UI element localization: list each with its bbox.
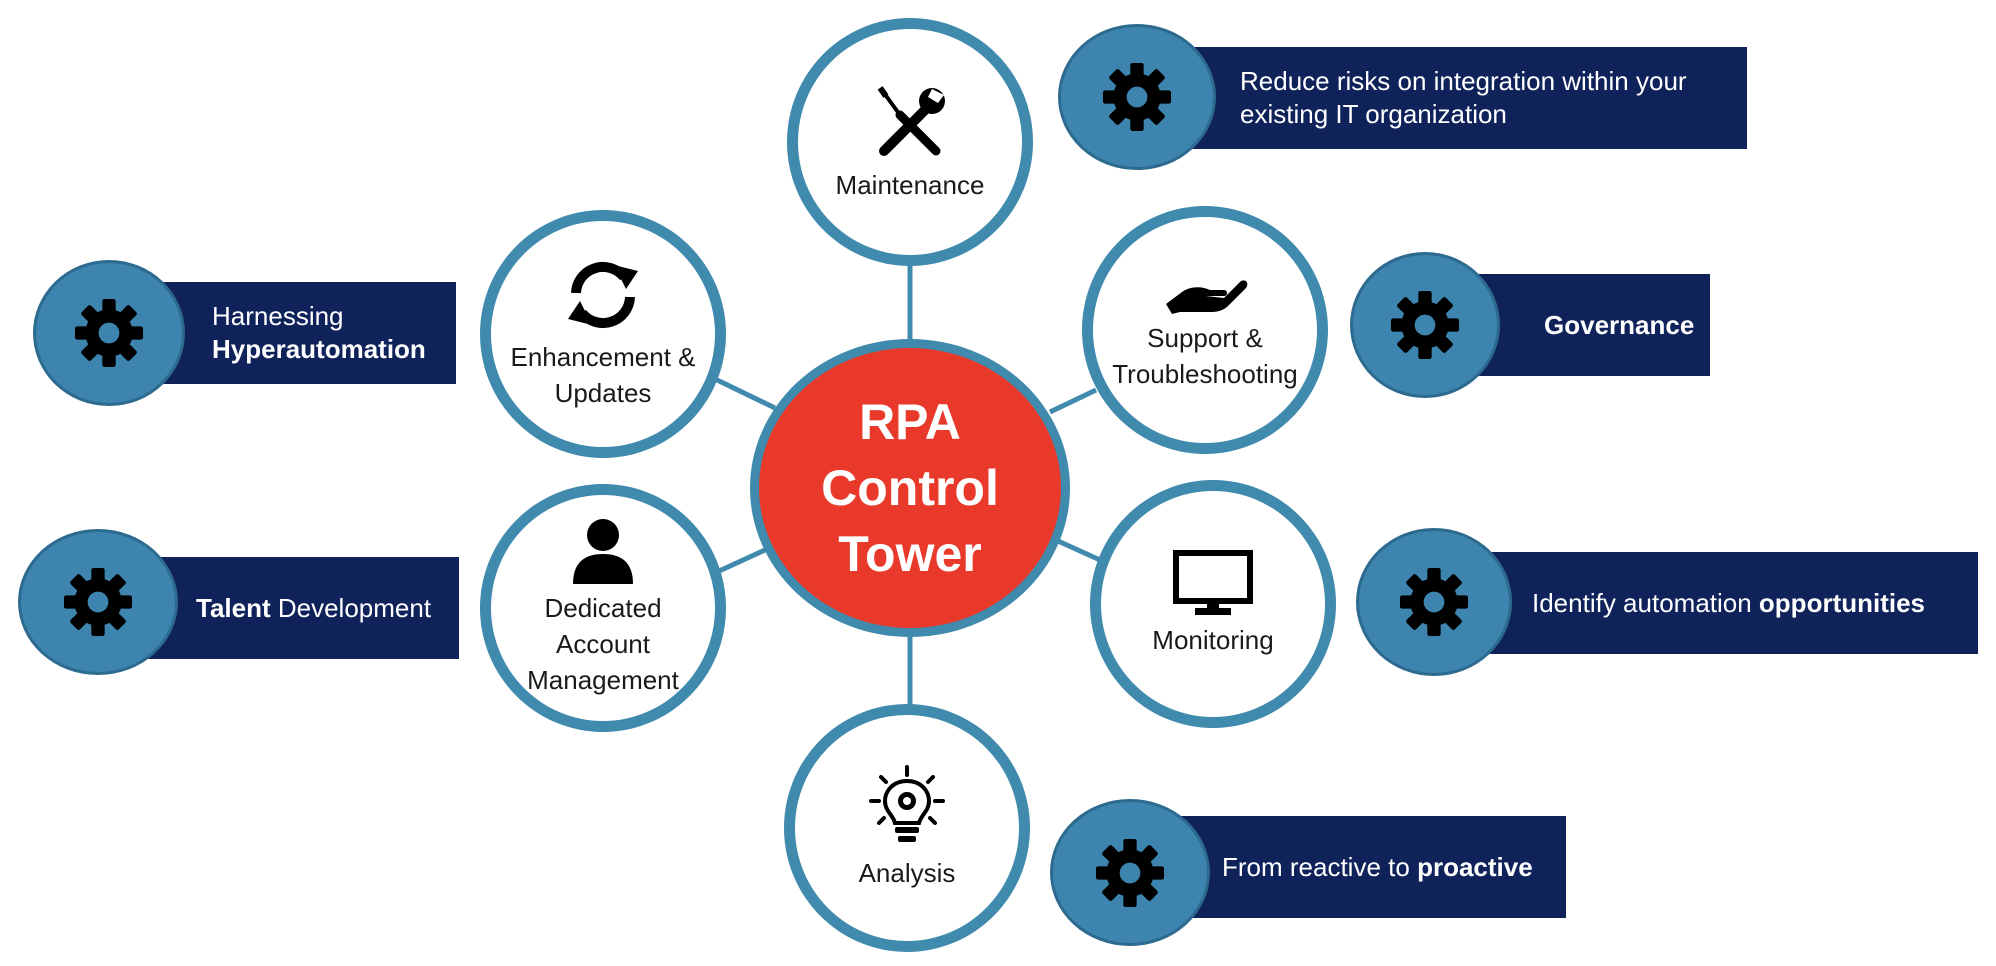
callout-text: Harnessing Hyperautomation [212, 301, 426, 364]
callout-text: From reactive to proactive [1222, 851, 1533, 882]
node-dedicated-account-management: Dedicated Account Management [480, 484, 726, 732]
callout-text: Identify automation opportunities [1532, 587, 1926, 618]
gear-icon [1390, 290, 1460, 360]
node-enhancement-updates: Enhancement & Updates [480, 210, 726, 458]
callout-badge-integration [1058, 24, 1216, 170]
callout-hyperautomation: Harnessing Hyperautomation [150, 282, 456, 384]
node-analysis: Analysis [784, 704, 1030, 952]
node-monitoring: Monitoring [1090, 480, 1336, 728]
gear-icon [74, 298, 144, 368]
callout-badge-hyperautomation [33, 260, 185, 406]
lightbulb-gear-icon [869, 765, 945, 842]
node-support-troubleshooting: Support & Troubleshooting [1082, 206, 1328, 454]
node-label: Enhancement & Updates [510, 342, 696, 408]
node-maintenance: Maintenance [787, 18, 1033, 266]
gear-icon [1102, 62, 1172, 132]
person-icon [573, 519, 633, 584]
callout-talent-development: Talent Development [130, 557, 459, 659]
rpa-control-tower-hub: RPA Control Tower [750, 339, 1070, 637]
monitor-icon [1173, 550, 1253, 615]
callout-opportunities: Identify automation opportunities [1470, 552, 1978, 654]
hub-title: RPA Control Tower [821, 394, 999, 582]
callout-badge-talent [18, 529, 178, 675]
callout-text: Reduce risks on integration within your … [1240, 66, 1687, 129]
callout-text: Governance [1544, 309, 1695, 340]
callout-integration: Reduce risks on integration within your … [1165, 47, 1747, 149]
gear-icon [1399, 567, 1469, 637]
node-label: Dedicated Account Management [527, 593, 679, 695]
refresh-arrows-icon [568, 261, 638, 329]
node-label: Support & Troubleshooting [1112, 323, 1298, 389]
spoke-support [1048, 387, 1098, 415]
wrench-screwdriver-icon [877, 86, 945, 156]
node-label: Analysis [858, 858, 956, 888]
spoke-monitoring [1056, 538, 1102, 563]
node-label: Monitoring [1152, 625, 1274, 655]
callout-text: Talent Development [196, 592, 432, 623]
callout-proactive: From reactive to proactive [1160, 816, 1566, 918]
helping-hand-icon [1166, 280, 1248, 314]
callout-badge-governance [1350, 252, 1500, 398]
callout-badge-proactive [1050, 799, 1210, 946]
callout-badge-opportunities [1356, 528, 1512, 676]
gear-icon [63, 567, 133, 637]
node-label: Maintenance [835, 170, 985, 200]
spoke-account [715, 547, 767, 575]
gear-icon [1095, 838, 1165, 907]
spoke-enhancement [711, 375, 777, 411]
